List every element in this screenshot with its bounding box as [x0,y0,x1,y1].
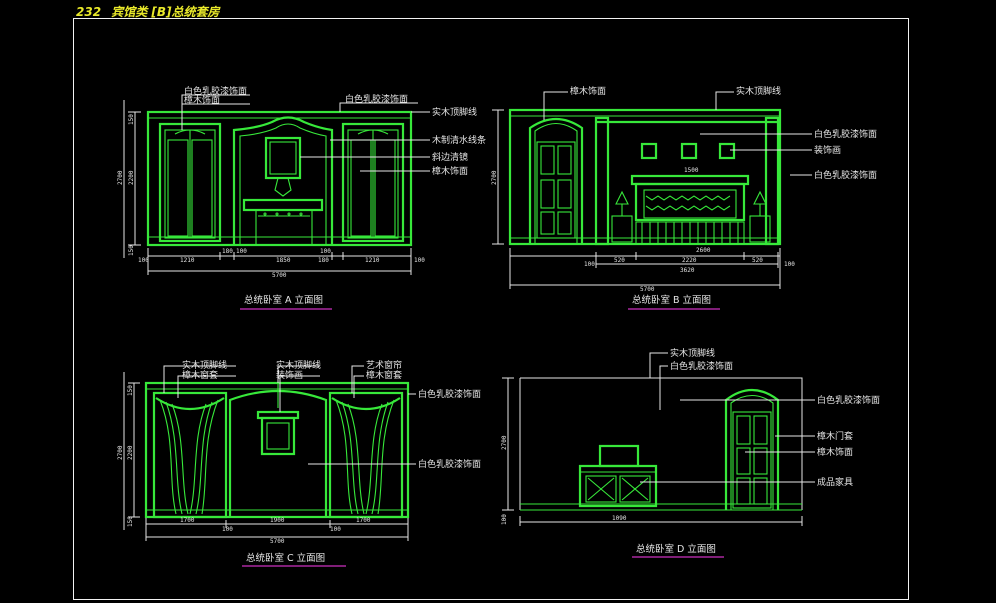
title-view-d: 总统卧室 D 立面图 [636,543,716,555]
dim-a-side-4: 150 [128,245,135,256]
door-d [724,388,780,510]
dim-b-3: 520 [752,257,763,264]
label-a-7: 樟木饰面 [432,165,468,177]
label-a-1: 白色乳胶漆饰面 [184,85,247,97]
dim-d-side-2: 100 [501,514,508,525]
label-c-1: 实木顶脚线 [182,359,227,371]
dim-a-9: 100 [414,257,425,264]
label-b-2: 实木顶脚线 [736,85,781,97]
dim-c-4: 100 [222,526,233,533]
picture-c [260,416,296,456]
page-number: 232 [76,5,102,19]
label-c-5: 艺术窗帘 [366,359,402,371]
dim-c-side-3: 150 [127,385,134,396]
label-b-1: 樟木饰面 [570,85,606,97]
drawing-frame [73,18,909,600]
dim-b-8: 100 [784,261,795,268]
window-curtain-left [152,391,228,519]
label-a-4: 实木顶脚线 [432,106,477,118]
label-b-5: 白色乳胶漆饰面 [814,169,877,181]
wall-c-outline [144,381,410,519]
label-d-2: 白色乳胶漆饰面 [670,360,733,372]
label-d-1: 实木顶脚线 [670,347,715,359]
dim-b-5: 3620 [680,267,695,274]
dim-b-6: 1500 [684,167,699,174]
label-c-3: 实木顶脚线 [276,359,321,371]
dim-a-6: 100 [138,257,149,264]
label-c-8: 白色乳胶漆饰面 [418,458,481,470]
dim-b-side-1: 2700 [491,170,498,185]
headboard [634,182,746,222]
dim-c-2: 1900 [270,517,285,524]
picture-2 [680,142,698,160]
dim-a-total: 5700 [272,272,287,279]
dim-a-3: 1850 [276,257,291,264]
door-b [528,117,584,244]
label-b-4: 装饰画 [814,144,841,156]
label-a-2: 樟木饰面 [184,94,220,106]
dim-d-side-1: 2700 [501,435,508,450]
dim-c-side-4: 150 [127,516,134,527]
dim-a-1: 1210 [180,257,195,264]
tv-cabinet [578,464,658,508]
dim-b-total: 5700 [640,286,655,293]
dim-b-2: 2220 [682,257,697,264]
drawing-set-title: 宾馆类 [B]总统套房 [111,5,220,19]
dim-a-2: 180 [222,248,233,255]
dim-b-7: 100 [584,261,595,268]
title-view-b: 总统卧室 B 立面图 [632,294,711,306]
picture-1 [640,142,658,160]
title-view-a: 总统卧室 A 立面图 [244,294,323,306]
label-d-5: 樟木饰面 [817,446,853,458]
label-c-7: 白色乳胶漆饰面 [418,388,481,400]
label-c-2: 樟木窗套 [182,369,218,381]
dim-a-4: 180 [318,257,329,264]
label-d-3: 白色乳胶漆饰面 [817,394,880,406]
console-table [242,198,324,212]
dim-b-1: 520 [614,257,625,264]
label-c-6: 樟木窗套 [366,369,402,381]
dim-a-side-2: 2700 [117,170,124,185]
elevation-view-c: 实木顶脚线 樟木窗套 实木顶脚线 装饰画 艺术窗帘 樟木窗套 白色乳胶漆饰面 白… [117,359,481,567]
elevation-view-d: 实木顶脚线 白色乳胶漆饰面 白色乳胶漆饰面 樟木门套 樟木饰面 成品家具 109… [501,347,880,558]
dim-c-side-2: 2700 [117,445,124,460]
dim-c-total: 5700 [270,538,285,545]
dim-a-side-3: 150 [128,114,135,125]
picture-3 [718,142,736,160]
dim-c-side-1: 2200 [127,445,134,460]
dim-c-1: 1700 [180,517,195,524]
center-arch [232,116,334,245]
dim-a-8: 100 [320,248,331,255]
dim-d-1: 1090 [612,515,627,522]
label-b-3: 白色乳胶漆饰面 [814,128,877,140]
dim-b-4: 2600 [696,247,711,254]
drawing-header: 232 宾馆类 [B]总统套房 [76,3,226,20]
wardrobe-right [341,122,405,243]
elevation-view-b: 樟木饰面 实木顶脚线 白色乳胶漆饰面 装饰画 白色乳胶漆饰面 520 2220 … [491,85,877,310]
label-d-6: 成品家具 [817,476,853,488]
window-curtain-right [328,391,404,519]
dim-c-5: 100 [330,526,341,533]
title-view-c: 总统卧室 C 立面图 [246,552,325,564]
label-a-5: 木制清水线条 [432,134,486,146]
wardrobe-left [158,122,222,243]
headboard-cornice [630,174,750,186]
dim-a-7: 100 [236,248,247,255]
label-a-3: 白色乳胶漆饰面 [345,93,408,105]
mirror [264,136,302,180]
label-d-4: 樟木门套 [817,430,853,442]
tv-monitor [598,444,640,468]
label-a-6: 斜边清镜 [432,151,468,163]
dim-a-5: 1210 [365,257,380,264]
label-c-4: 装饰画 [276,369,303,381]
dim-c-3: 1700 [356,517,371,524]
dim-a-side-1: 2200 [128,170,135,185]
elevation-view-a: 白色乳胶漆饰面 樟木饰面 白色乳胶漆饰面 实木顶脚线 木制清水线条 斜边清镜 樟… [117,85,486,310]
